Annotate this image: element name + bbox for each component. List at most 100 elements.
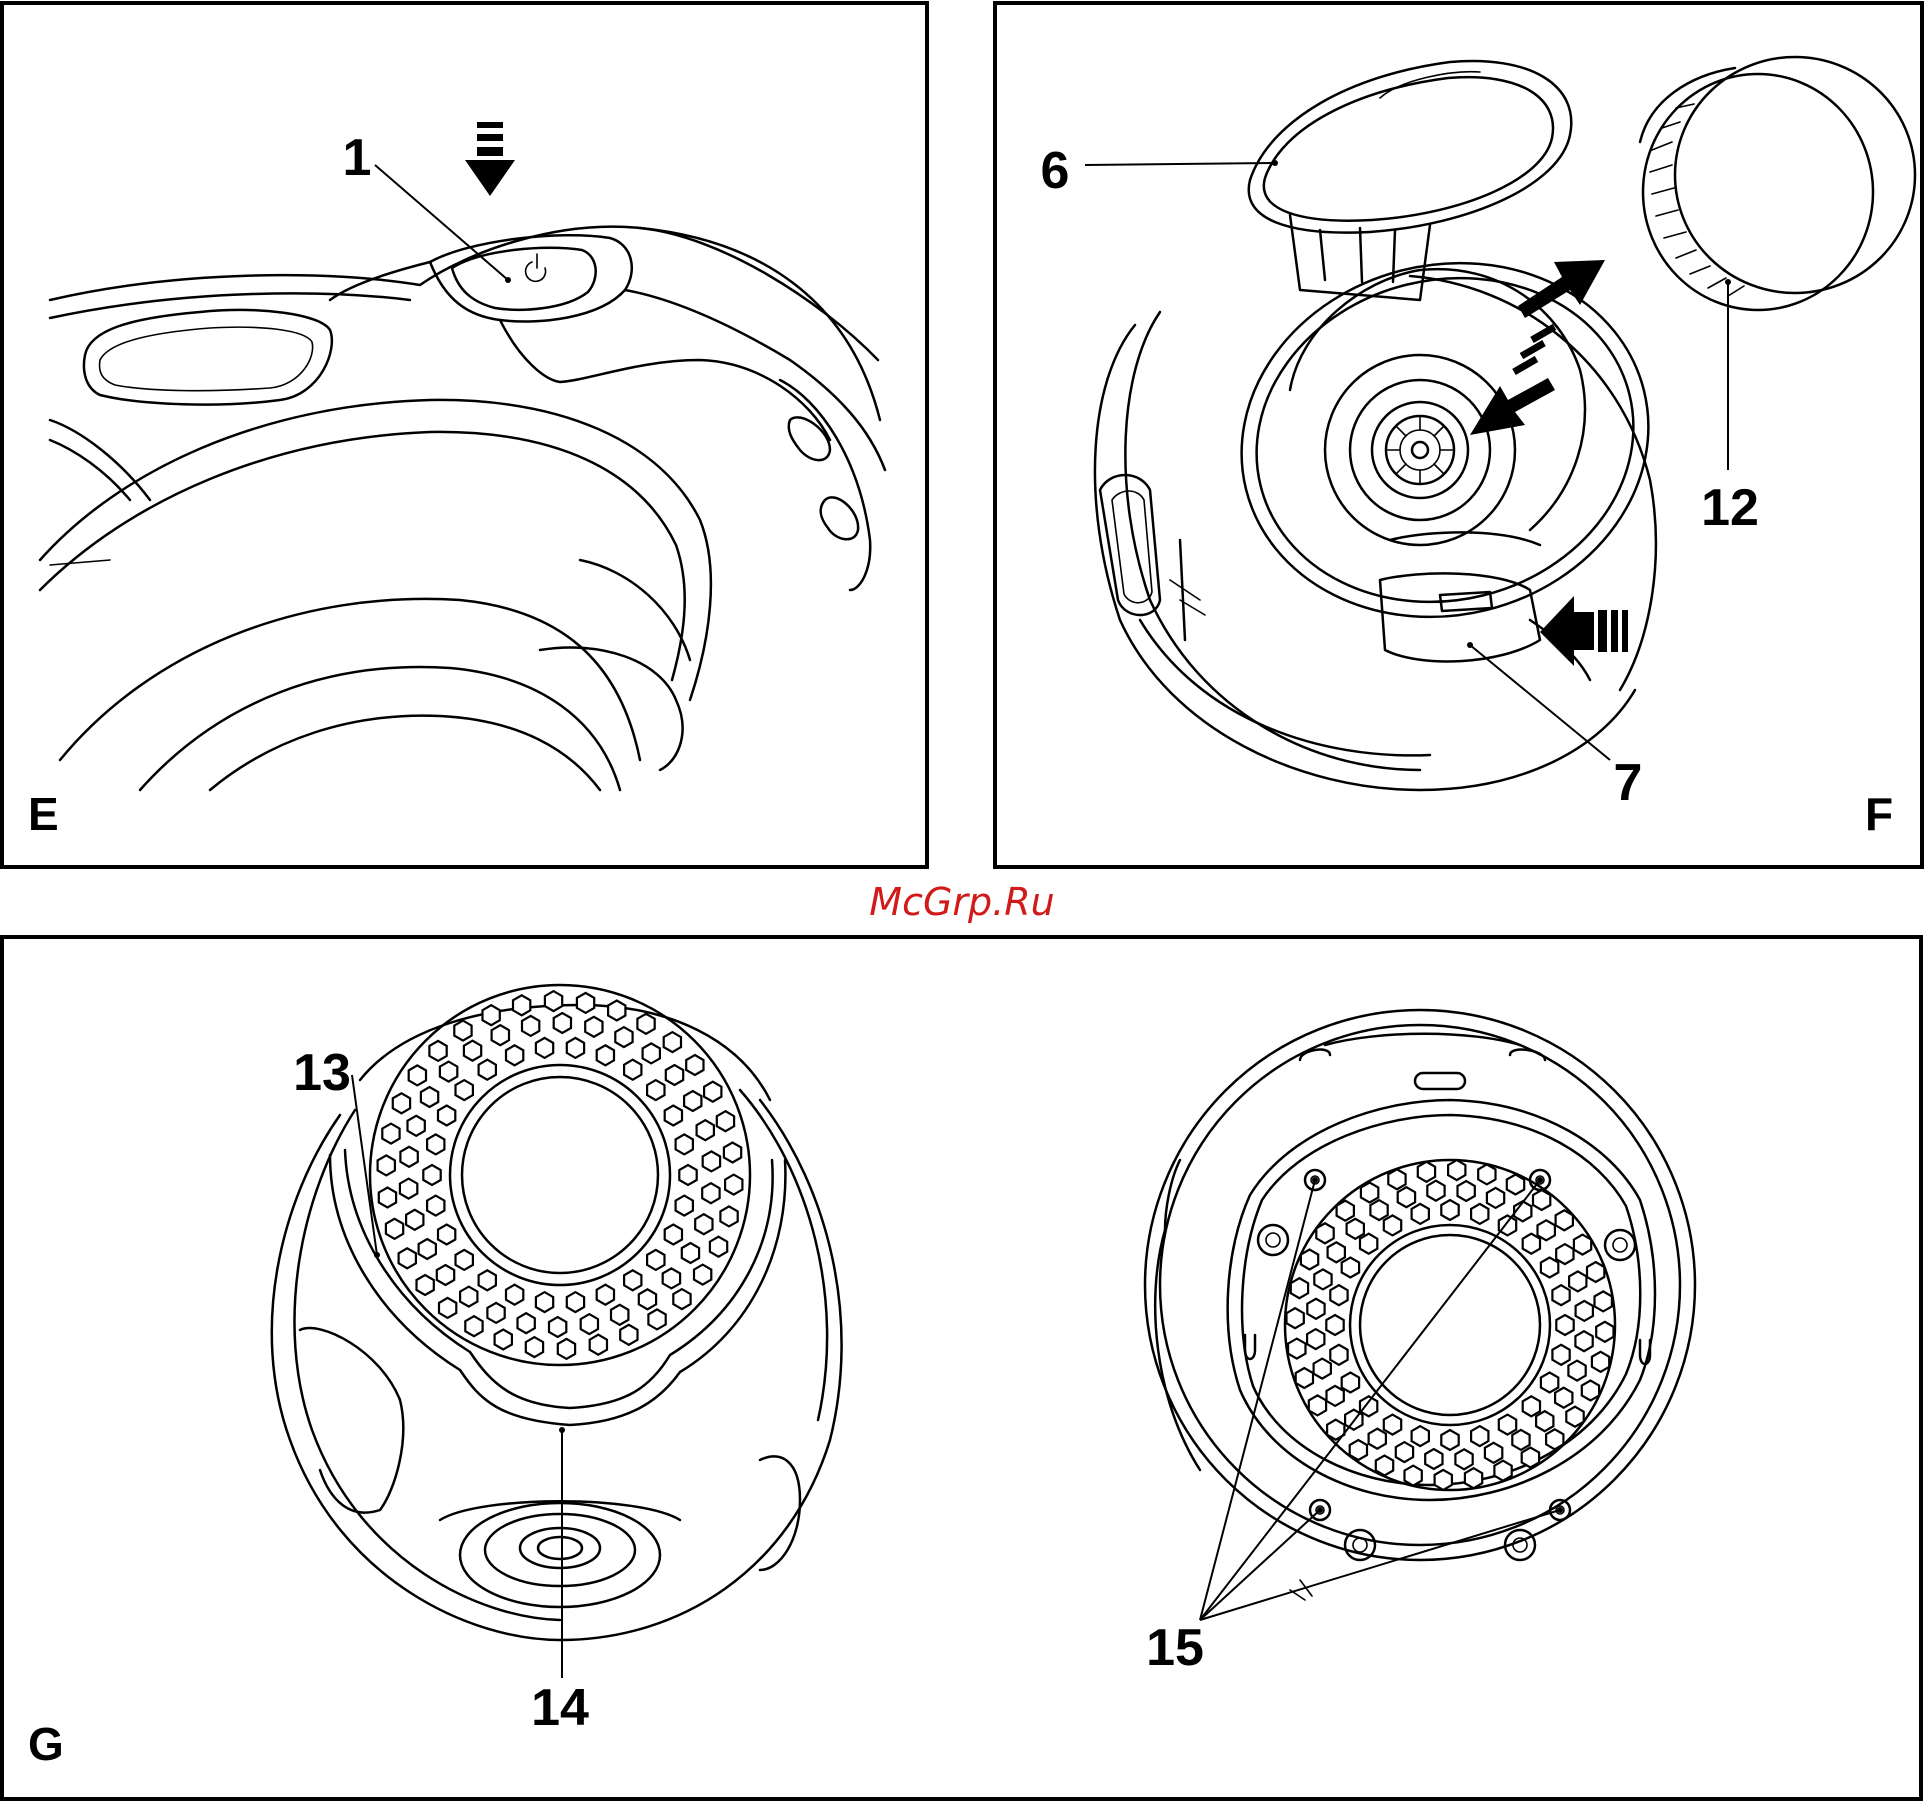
panel-letter-g: G [28,1718,64,1770]
hex-hole [1326,1315,1343,1335]
hex-hole [518,1313,535,1333]
hex-hole [1418,1162,1435,1182]
hex-hole [419,1239,436,1259]
hex-hole [648,1309,665,1329]
hex-hole [1412,1204,1429,1224]
hex-hole [1523,1396,1540,1416]
hex-hole [1291,1278,1308,1298]
hex-hole [460,1287,477,1307]
hex-hole [567,1038,584,1058]
hex-hole [1478,1164,1495,1184]
hex-hole [406,1210,423,1230]
hex-hole [464,1041,481,1061]
panel-f: 6 7 12 F [995,3,1922,867]
hex-hole [378,1155,395,1175]
hex-hole [1569,1271,1586,1291]
hex-hole [1425,1449,1442,1469]
hex-hole [1435,1470,1452,1490]
hex-hole [647,1080,664,1100]
hex-hole [1427,1181,1444,1201]
hex-hole [423,1165,440,1185]
hex-hole [1441,1200,1458,1220]
hex-hole [1592,1352,1609,1372]
hex-hole [666,1065,683,1085]
hex-hole [1398,1187,1415,1207]
hex-hole [1582,1381,1599,1401]
hex-hole [697,1120,714,1140]
hex-hole [1455,1449,1472,1469]
hex-hole [1448,1160,1465,1180]
hex-hole [1499,1415,1516,1435]
callout-label-7: 7 [1614,754,1643,812]
hex-hole [1384,1215,1401,1235]
callout-label-14: 14 [531,1679,589,1737]
hex-hole [1396,1442,1413,1462]
callout-label-13: 13 [293,1044,351,1102]
hex-hole [1485,1443,1502,1463]
hex-hole [1555,1388,1572,1408]
hex-hole [1568,1361,1585,1381]
hex-hole [1471,1204,1488,1224]
callout-label-1: 1 [343,129,372,187]
hex-hole [597,1285,614,1305]
hex-hole [1316,1223,1333,1243]
hex-hole [1458,1181,1475,1201]
hex-hole [495,1330,512,1350]
panel-e: 1 E [2,3,927,867]
panel-letter-e: E [28,788,59,840]
hex-hole [1574,1235,1591,1255]
panel-e-frame [2,3,927,867]
hex-hole [1576,1301,1593,1321]
hex-hole [456,1080,473,1100]
hex-hole [1487,1188,1504,1208]
hex-hole [695,1214,712,1234]
hex-hole [585,1017,602,1037]
hex-hole [1287,1308,1304,1328]
hex-hole [1595,1291,1612,1311]
hex-hole [1499,1215,1516,1235]
hex-hole [1587,1262,1604,1282]
hex-hole [1330,1345,1347,1365]
hex-hole [409,1065,426,1085]
hex-hole [643,1043,660,1063]
hex-hole [421,1087,438,1107]
hex-hole [1342,1258,1359,1278]
hex-hole [682,1243,699,1263]
hex-hole [673,1289,690,1309]
hex-hole [1337,1201,1354,1221]
hex-hole [465,1316,482,1336]
hex-hole [1314,1269,1331,1289]
hex-hole [1512,1430,1529,1450]
hex-hole [393,1093,410,1113]
hex-hole [536,1292,553,1312]
hex-hole [1575,1331,1592,1351]
hex-hole [513,995,530,1015]
hex-hole [1556,1244,1573,1264]
hex-hole [615,1027,632,1047]
hex-hole [506,1045,523,1065]
hex-hole [1370,1200,1387,1220]
hex-hole [1307,1299,1324,1319]
hex-hole [526,1337,543,1357]
hex-hole [492,1025,509,1045]
callout-label-12: 12 [1701,479,1759,537]
hex-hole [620,1325,637,1345]
hex-hole [1288,1339,1305,1359]
hex-hole [379,1188,396,1208]
hex-hole [408,1116,425,1136]
hex-hole [1412,1426,1429,1446]
hex-hole [1465,1468,1482,1488]
hex-hole [1309,1395,1326,1415]
hex-hole [639,1289,656,1309]
hex-hole [1556,1210,1573,1230]
hex-hole [1301,1250,1318,1270]
hex-hole [1296,1368,1313,1388]
hex-hole [400,1179,417,1199]
hex-hole [710,1237,727,1257]
hex-hole [1556,1315,1573,1335]
hex-hole [647,1250,664,1270]
hex-hole [1494,1461,1511,1481]
hex-hole [1360,1234,1377,1254]
callout-label-6: 6 [1041,142,1070,200]
